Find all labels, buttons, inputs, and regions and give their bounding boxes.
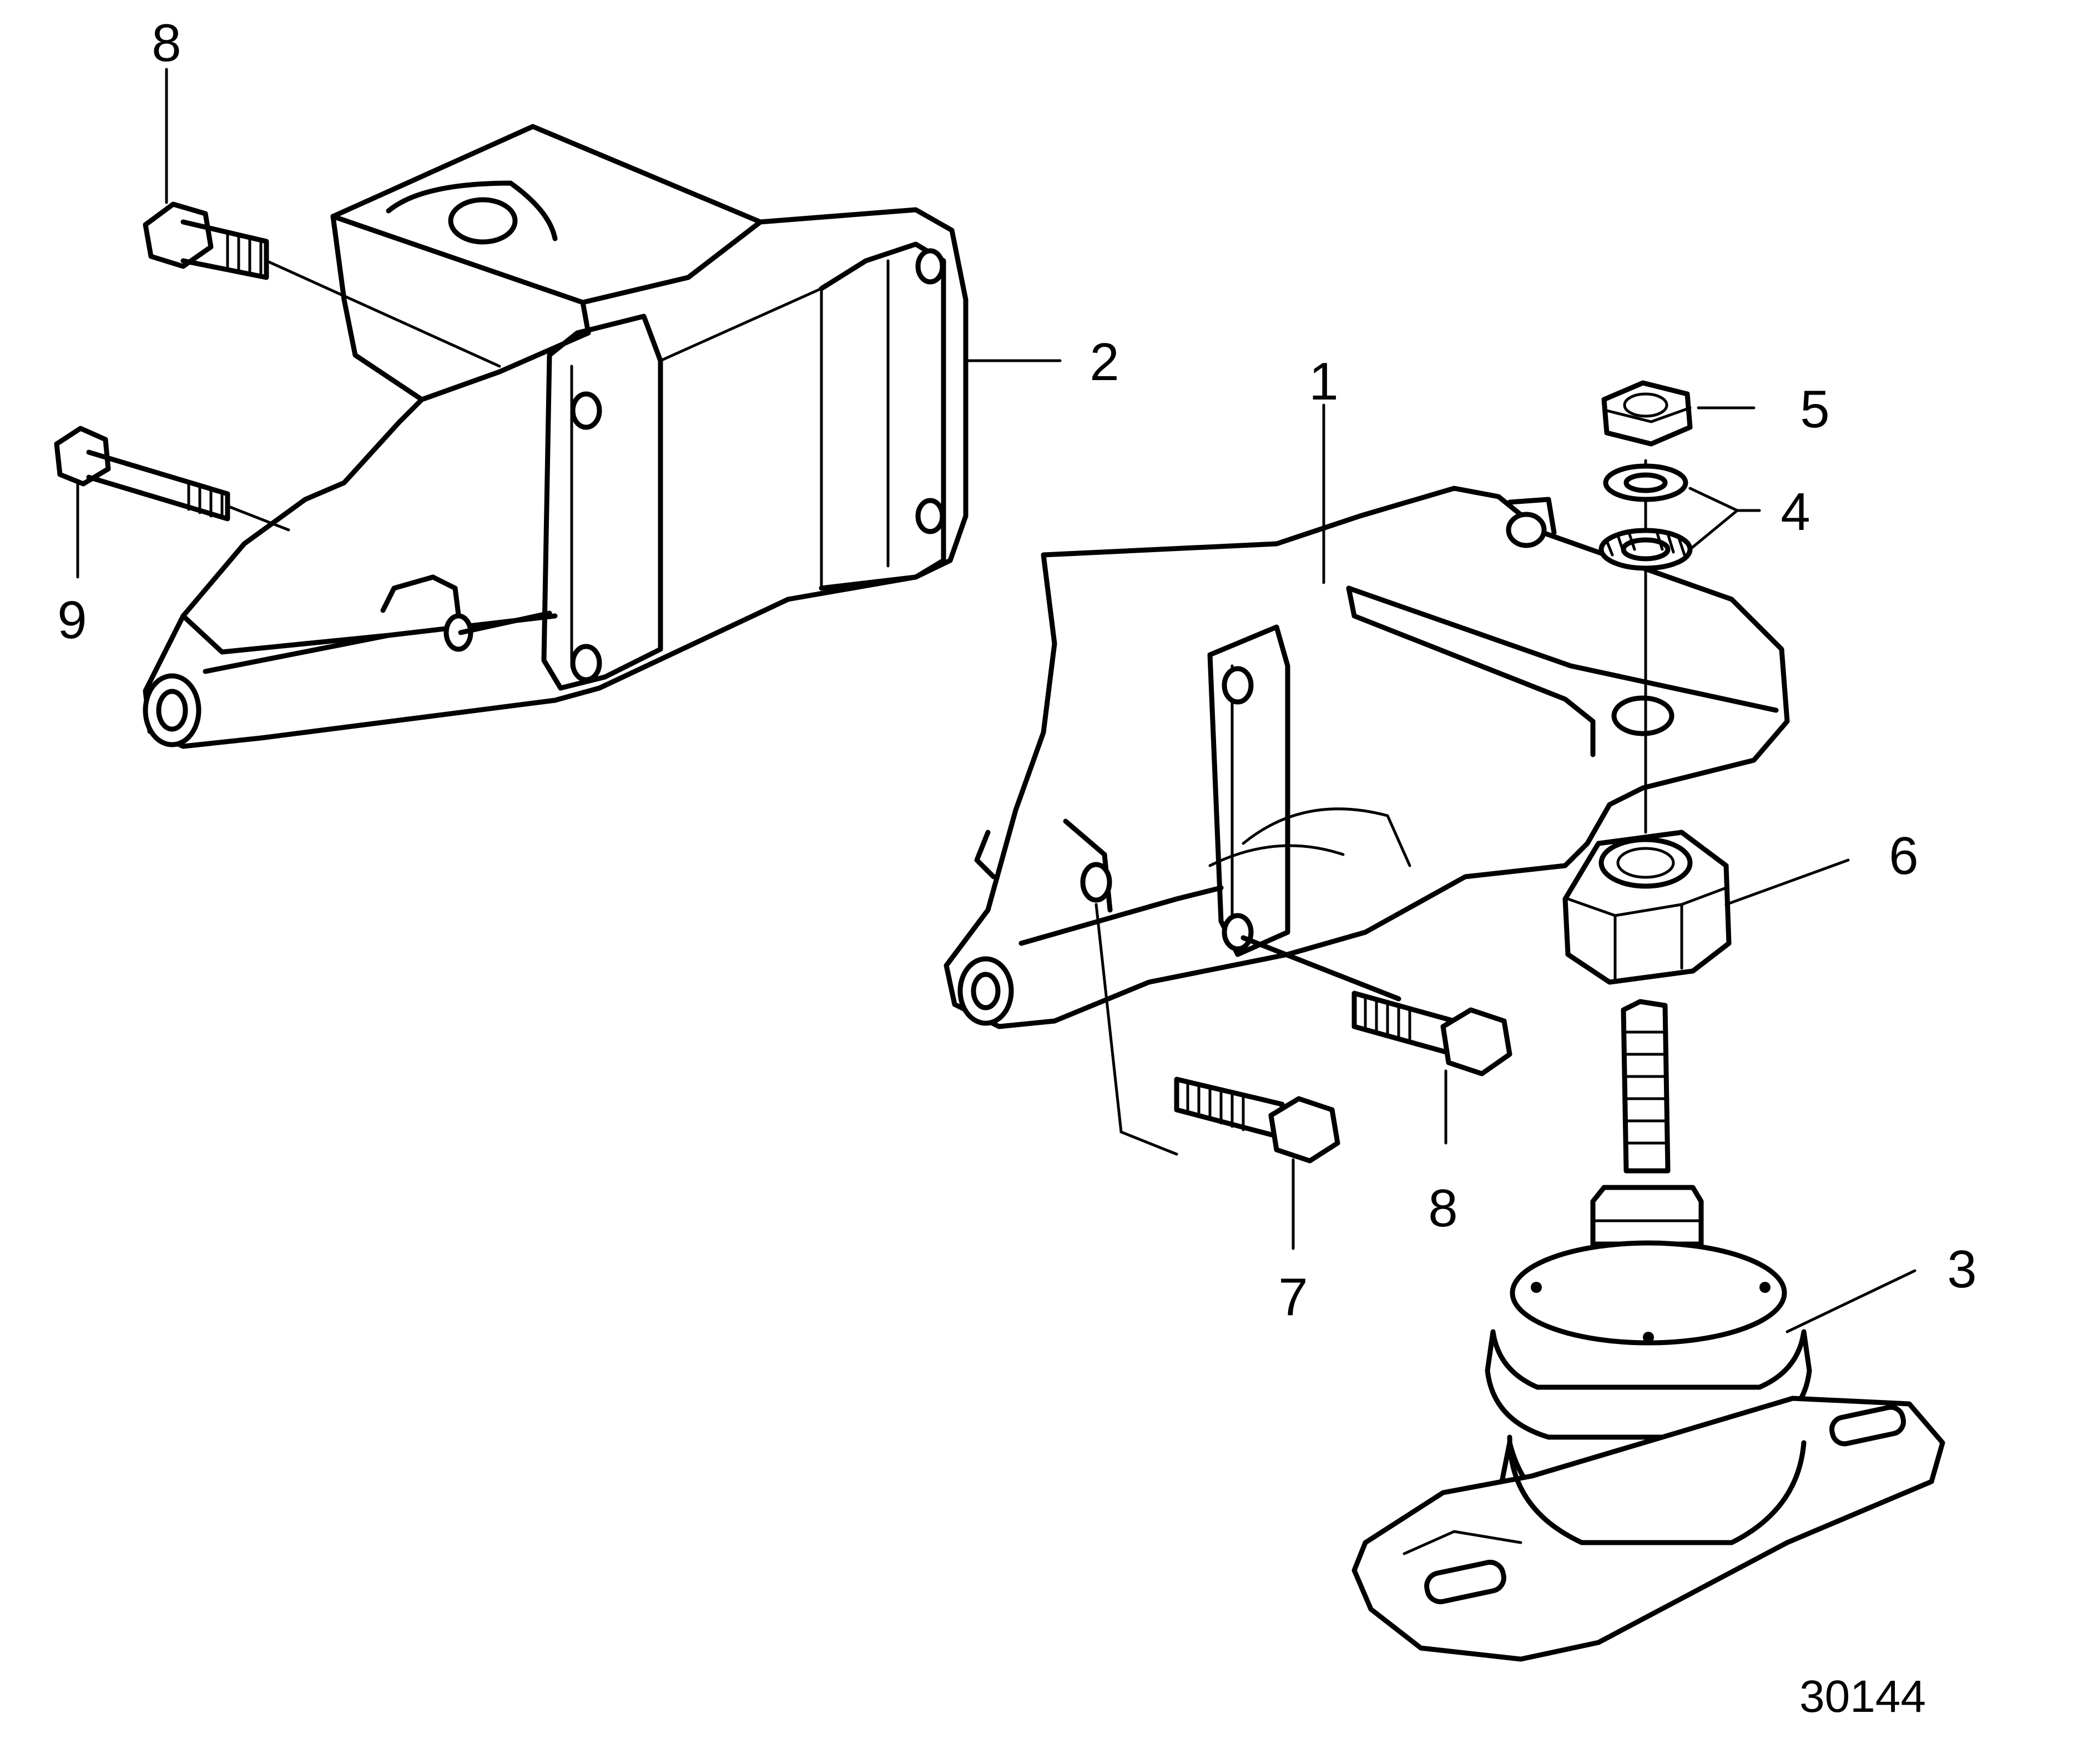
nut-6 [1562, 830, 1732, 985]
callout-6: 6 [1889, 826, 1918, 886]
callout-3: 3 [1947, 1240, 1976, 1299]
callout-5: 5 [1800, 380, 1829, 439]
callout-8-lower: 8 [1428, 1179, 1457, 1238]
callout-2: 2 [1090, 332, 1119, 392]
bracket-part-2 [143, 124, 969, 749]
bolt-8-lower [1240, 935, 1512, 1076]
rubber-mount-3 [1351, 999, 1945, 1662]
bolt-8-upper [143, 201, 501, 368]
nut-5 [1601, 380, 1693, 447]
bolt-7 [1095, 903, 1340, 1164]
washers-4 [1598, 463, 1693, 571]
callout-1: 1 [1309, 352, 1338, 411]
bolt-9 [54, 426, 290, 532]
callout-leaders [76, 68, 1916, 1333]
callout-8-upper: 8 [152, 13, 181, 73]
figure-id: 30144 [1799, 1671, 1926, 1722]
callout-labels: 8 2 1 5 4 9 6 3 8 7 [57, 13, 1976, 1327]
callout-7: 7 [1278, 1267, 1308, 1327]
callout-9: 9 [57, 590, 87, 650]
callout-4: 4 [1781, 482, 1810, 542]
bracket-part-1 [944, 486, 1790, 1029]
